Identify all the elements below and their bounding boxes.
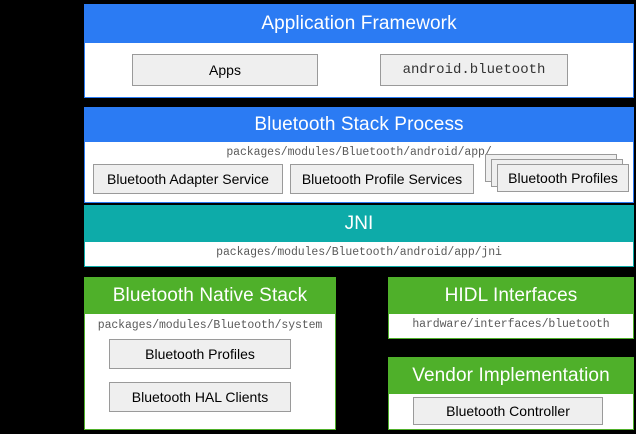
hidl-interfaces-path: hardware/interfaces/bluetooth	[412, 318, 610, 331]
panel-jni: JNI packages/modules/Bluetooth/android/a…	[84, 205, 634, 267]
panel-bluetooth-native-stack: Bluetooth Native Stack packages/modules/…	[84, 277, 344, 430]
bluetooth-native-stack-body: packages/modules/Bluetooth/system Blueto…	[85, 314, 335, 429]
arrow-hidl-to-native-stack-icon	[381, 295, 388, 303]
bluetooth-stack-process-body: packages/modules/Bluetooth/android/app/ …	[85, 142, 633, 202]
hidl-interfaces-body: hardware/interfaces/bluetooth	[389, 314, 633, 338]
jni-body: packages/modules/Bluetooth/android/app/j…	[85, 242, 633, 266]
box-apps[interactable]: Apps	[132, 54, 318, 86]
box-bluetooth-adapter-service[interactable]: Bluetooth Adapter Service	[93, 164, 283, 194]
stack-card-front[interactable]: Bluetooth Profiles	[497, 164, 629, 192]
box-bluetooth-profile-services[interactable]: Bluetooth Profile Services	[290, 164, 474, 194]
box-bluetooth-profiles-native[interactable]: Bluetooth Profiles	[109, 339, 291, 369]
bluetooth-stack-process-header: Bluetooth Stack Process	[85, 108, 633, 142]
hidl-interfaces-header: HIDL Interfaces	[389, 278, 633, 314]
box-stack-bluetooth-profiles[interactable]: Bluetooth Profiles	[485, 154, 631, 198]
panel-hidl-interfaces: HIDL Interfaces hardware/interfaces/blue…	[381, 277, 634, 339]
box-android-bluetooth[interactable]: android.bluetooth	[380, 54, 568, 86]
vendor-implementation-header: Vendor Implementation	[389, 358, 633, 394]
box-bluetooth-controller[interactable]: Bluetooth Controller	[413, 397, 603, 425]
vendor-implementation-body: Bluetooth Controller	[389, 394, 633, 429]
jni-header: JNI	[85, 206, 633, 242]
bluetooth-native-stack-path: packages/modules/Bluetooth/system	[97, 319, 323, 332]
arrow-native-stack-to-hidl-icon	[337, 295, 344, 303]
jni-path: packages/modules/Bluetooth/android/app/j…	[216, 246, 502, 259]
box-bluetooth-hal-clients[interactable]: Bluetooth HAL Clients	[109, 382, 291, 412]
panel-vendor-implementation: Vendor Implementation Bluetooth Controll…	[388, 357, 634, 430]
application-framework-header: Application Framework	[85, 5, 633, 43]
application-framework-body: Apps android.bluetooth	[85, 43, 633, 97]
panel-bluetooth-stack-process: Bluetooth Stack Process packages/modules…	[84, 107, 634, 203]
panel-application-framework: Application Framework Apps android.bluet…	[84, 4, 634, 98]
bluetooth-native-stack-header: Bluetooth Native Stack	[85, 278, 335, 314]
bluetooth-stack-process-path: packages/modules/Bluetooth/android/app/	[226, 146, 492, 159]
